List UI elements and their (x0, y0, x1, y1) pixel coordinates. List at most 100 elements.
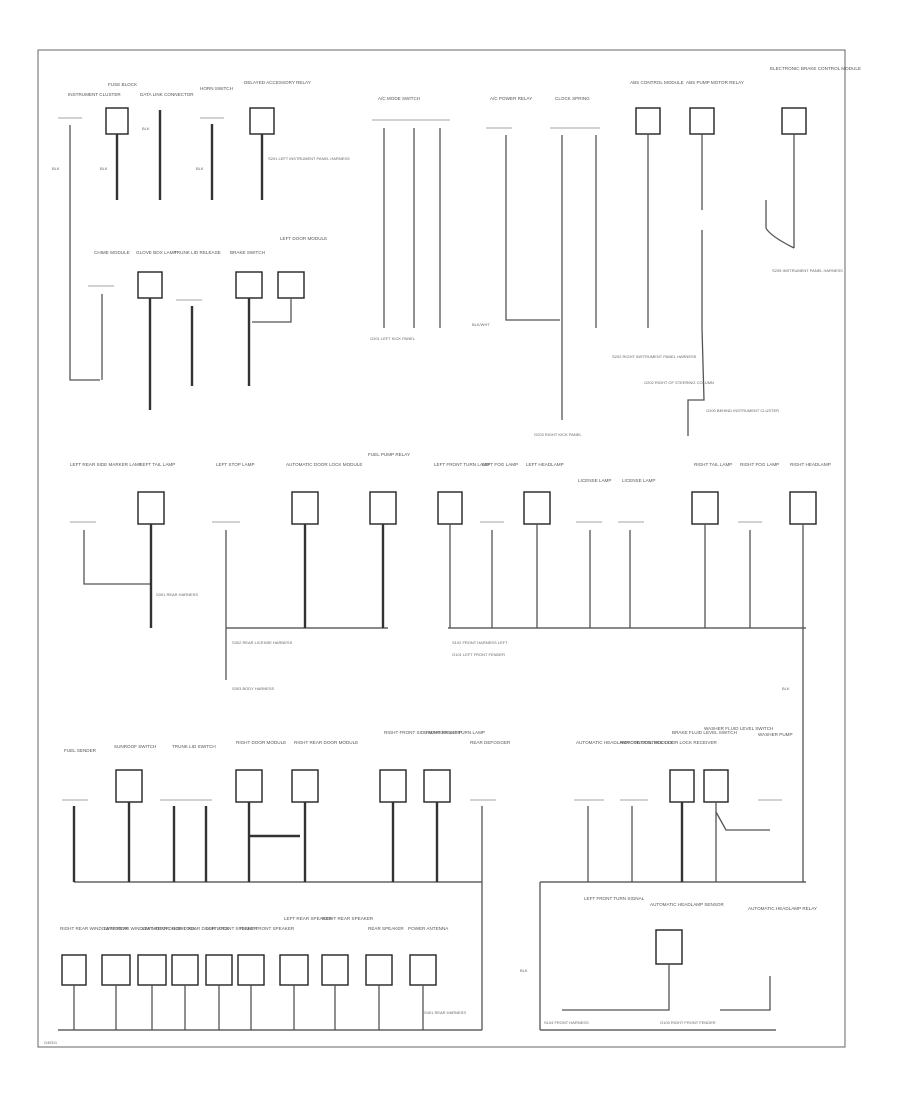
diagram-frame (37, 49, 846, 1048)
footer-code: G4ED1 (44, 1040, 58, 1045)
row1-sub-wire-4 (252, 298, 292, 323)
row4-label-3: RIGHT REAR DOOR LOCK (172, 926, 230, 931)
row3-components: FUEL SENDER SUNROOF SWITCH TRUNK LID SWI… (62, 726, 806, 1030)
row1-splice-1: G201 LEFT KICK PANEL (370, 336, 416, 341)
row1-splice-5: G200 BEHIND INSTRUMENT CLUSTER (706, 408, 779, 413)
row1-components: INSTRUMENT CLUSTER BLK FUSE BLOCK BLK DA… (52, 66, 861, 437)
row4-splice-0: S401 REAR HARNESS (424, 1010, 466, 1015)
row2-splice-2: S303 BODY HARNESS (232, 686, 274, 691)
row4-right-label-0: LEFT FRONT TURN SIGNAL (584, 896, 645, 901)
row3-comp-11 (703, 769, 729, 803)
row4-comp-3 (171, 954, 199, 986)
row4-right-label-1: AUTOMATIC HEADLAMP SENSOR (650, 902, 724, 907)
row2-comp-3 (291, 491, 319, 525)
row4-label-7: RIGHT REAR SPEAKER (322, 916, 374, 921)
row2-comp-5 (437, 491, 463, 525)
row2-splice-0: S301 REAR HARNESS (156, 592, 198, 597)
row1-wirelabel-2: BLK (142, 126, 150, 131)
row3-label-12: WASHER PUMP (758, 732, 793, 737)
row4-comp-1 (101, 954, 131, 986)
row1-comp-10 (781, 107, 807, 135)
row4-label-9: POWER ANTENNA (408, 926, 449, 931)
row1-comp-1 (105, 107, 129, 135)
row4-label-8: REAR SPEAKER (368, 926, 404, 931)
row1-splice-0: S201 LEFT INSTRUMENT PANEL HARNESS (268, 156, 350, 161)
row1-wirelabel-3: BLK (196, 166, 204, 171)
row1-wire-9 (687, 134, 705, 436)
row1-sub-label-4: LEFT DOOR MODULE (280, 236, 327, 241)
row4-label-5: RIGHT FRONT SPEAKER (240, 926, 295, 931)
row4-right-wire-1 (562, 964, 670, 1011)
row4-splice-2: G103 RIGHT FRONT FENDER (660, 1020, 716, 1025)
row2-label-11: RIGHT FOG LAMP (740, 462, 779, 467)
row3-comp-3 (235, 769, 263, 803)
row4-comp-6 (279, 954, 309, 986)
row1-sub-label-3: BRAKE SWITCH (230, 250, 265, 255)
row1-comp-9 (689, 107, 715, 135)
row1-wirelabel-0: BLK (52, 166, 60, 171)
row2-label-3: AUTOMATIC DOOR LOCK MODULE (286, 462, 362, 467)
row2-comp-12 (789, 491, 817, 525)
row1-label-10: ELECTRONIC BRAKE CONTROL MODULE (770, 66, 861, 71)
row4-right-comp-1 (655, 929, 683, 965)
row1-splice-6: G202 RIGHT OF STEERING COLUMN (644, 380, 714, 385)
row3-comp-5 (379, 769, 407, 803)
row4-comp-9 (409, 954, 437, 986)
row2-splice-4: G101 LEFT FRONT FENDER (452, 652, 505, 657)
row1-wirelabel-1: BLK (100, 166, 108, 171)
row4-right-wire-2 (720, 976, 771, 1011)
row2-label-12: RIGHT HEADLAMP (790, 462, 831, 467)
row4-comp-0 (61, 954, 87, 986)
row1-sub-comp-1 (137, 271, 163, 299)
row1-wire-7 (561, 135, 597, 420)
row2-label-5: LEFT FRONT TURN LAMP (434, 462, 490, 467)
row3-label-3: RIGHT DOOR MODULE (236, 740, 286, 745)
row1-sub-comp-4 (277, 271, 305, 299)
row1-wire-5 (383, 128, 441, 328)
row2-comp-7 (523, 491, 551, 525)
row3-label-7: REAR DEFOGGER (470, 740, 511, 745)
row1-splice-2: G203 RIGHT KICK PANEL (534, 432, 582, 437)
row1-wire-0 (69, 125, 100, 381)
row4-wires (73, 985, 424, 1030)
row3-comp-6 (423, 769, 451, 803)
row2-label-2: LEFT STOP LAMP (216, 462, 255, 467)
row2-comp-1 (137, 491, 165, 525)
row1-label-8: ABS CONTROL MODULE (630, 80, 684, 85)
row2-splice-1: S302 REAR LICENSE HARNESS (232, 640, 293, 645)
row4-label-4: LEFT FRONT SPEAKER (206, 926, 258, 931)
row2-label-1: LEFT TAIL LAMP (140, 462, 175, 467)
row3-label-0: FUEL SENDER (64, 748, 97, 753)
row3-label-9: REMOTE CONTROL DOOR LOCK RECEIVER (620, 740, 718, 745)
row2-splice-3: S102 FRONT HARNESS LEFT (452, 640, 508, 645)
row2-splice-5: BLK (782, 686, 790, 691)
row4-label-2: LEFT REAR DOOR LOCK (142, 926, 197, 931)
row2-label-6: LEFT FOG LAMP (482, 462, 518, 467)
row4-label-0: RIGHT REAR WINDOW MOTOR (60, 926, 129, 931)
row4-comp-4 (205, 954, 233, 986)
row1-comp-8 (635, 107, 661, 135)
row4-comp-5 (237, 954, 265, 986)
row3-wire-11 (715, 802, 770, 882)
row1-subcomponents: CHIME MODULE GLOVE BOX LAMP TRUNK LID RE… (88, 236, 327, 410)
row1-label-0: INSTRUMENT CLUSTER (68, 92, 121, 97)
row1-splice-7: BLK/WHT (472, 322, 490, 327)
row2-comp-4 (369, 491, 397, 525)
row4-right-label-2: AUTOMATIC HEADLAMP RELAY (748, 906, 817, 911)
row1-label-2: DATA LINK CONNECTOR (140, 92, 194, 97)
row2-label-4: FUEL PUMP RELAY (368, 452, 410, 457)
row2-label-9: LICENSE LAMP (622, 478, 655, 483)
row3-label-2: TRUNK LID SWITCH (172, 744, 216, 749)
row1-sub-comp-3 (235, 271, 263, 299)
row4-comp-2 (137, 954, 167, 986)
row1-label-1: FUSE BLOCK (108, 82, 138, 87)
row4-splice-3: BLK (520, 968, 528, 973)
row2-label-0: LEFT REAR SIDE MARKER LAMP (70, 462, 142, 467)
row3-wire-3 (247, 802, 300, 882)
row3-label-11: WASHER FLUID LEVEL SWITCH (704, 726, 773, 731)
row1-label-5: A/C MODE SWITCH (378, 96, 420, 101)
row1-label-7: CLOCK SPRING (555, 96, 590, 101)
row3-comp-10 (669, 769, 695, 803)
row1-label-6: A/C POWER RELAY (490, 96, 532, 101)
row2-components: LEFT REAR SIDE MARKER LAMP LEFT TAIL LAM… (70, 452, 831, 882)
